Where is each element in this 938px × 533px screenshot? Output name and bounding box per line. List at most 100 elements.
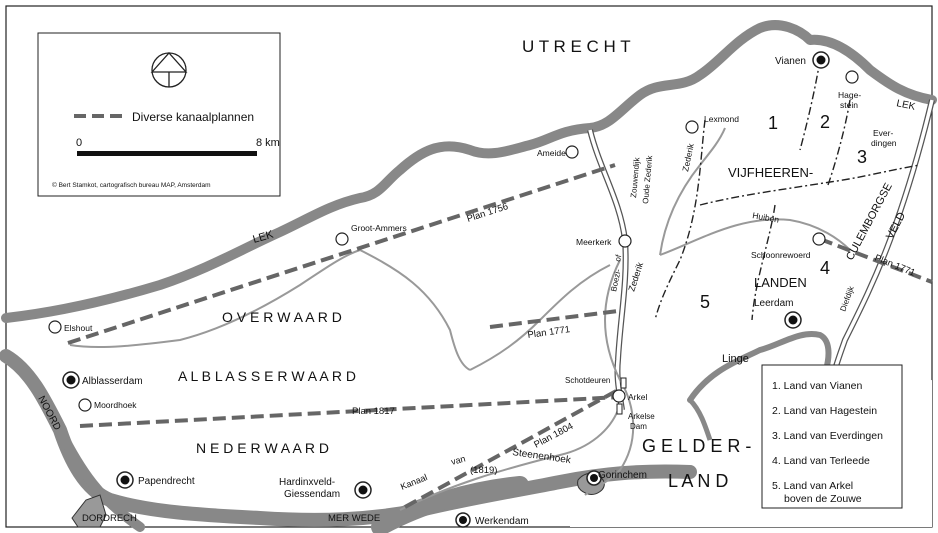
region-nederwaard: N E D E R W A A R D xyxy=(196,440,329,456)
canal-plan-1817 xyxy=(79,395,621,428)
river-merwede-lower xyxy=(371,476,529,533)
village-hagestein-marker xyxy=(845,70,859,84)
place-werkendam: Werkendam xyxy=(475,516,529,527)
key-item-3: 3. Land van Everdingen xyxy=(772,430,883,442)
key-box xyxy=(761,364,903,509)
waterway-zederik-north xyxy=(659,127,726,256)
place-moordhoek: Moordhoek xyxy=(94,400,137,410)
place-lexmond: Lexmond xyxy=(704,114,739,124)
town-werkendam-marker xyxy=(455,512,471,528)
diefdijk-inner xyxy=(828,99,934,396)
zederik-canal-inner xyxy=(588,129,628,411)
key-item-4: 4. Land van Terleede xyxy=(772,455,870,467)
label-oude-zederik: Oude Zederik xyxy=(641,154,654,204)
label-lek-east: LEK xyxy=(895,98,916,113)
town-vianen-marker xyxy=(812,51,830,69)
place-arkelse-1: Arkelse xyxy=(628,412,655,421)
region-land: L A N D xyxy=(668,471,728,491)
place-elshout: Elshout xyxy=(64,323,93,333)
place-meerkerk: Meerkerk xyxy=(576,237,612,247)
village-lexmond-marker xyxy=(685,120,699,134)
boundary-2 xyxy=(699,164,921,206)
label-kanaal-year: (1819) xyxy=(470,465,497,476)
region-number-4: 4 xyxy=(820,258,830,278)
place-schoonrewoerd: Schoonrewoerd xyxy=(751,250,811,260)
region-number-5: 5 xyxy=(700,292,710,312)
place-leerdam: Leerdam xyxy=(754,298,793,309)
region-landen: LANDEN xyxy=(754,275,807,290)
scale-bar xyxy=(77,151,257,156)
region-number-1: 1 xyxy=(768,113,778,133)
place-everdingen-2: dingen xyxy=(871,138,897,148)
label-zouwendijk: Zouwendijk xyxy=(629,156,642,198)
place-everdingen-1: Ever- xyxy=(873,128,893,138)
region-overwaard: O V E R W A A R D xyxy=(222,309,342,325)
village-elshout-marker xyxy=(48,320,62,334)
place-vianen: Vianen xyxy=(775,56,806,67)
waterway-middle xyxy=(359,249,471,371)
region-gelder: G E L D E R - xyxy=(642,436,751,456)
place-alblasserdam: Alblasserdam xyxy=(82,376,143,387)
town-papendrecht-marker xyxy=(116,471,134,489)
place-arkelse-2: Dam xyxy=(630,422,647,431)
village-groot-ammers-marker xyxy=(335,232,349,246)
place-ameide: Ameide xyxy=(537,148,566,158)
place-arkel: Arkel xyxy=(628,392,647,402)
river-linge-south xyxy=(688,398,713,441)
canal-plans-group xyxy=(67,163,933,509)
boundary-4 xyxy=(751,204,776,321)
place-hagestein-2: stein xyxy=(840,100,858,110)
place-hagestein-1: Hage- xyxy=(838,90,861,100)
waterway-overwaard xyxy=(69,249,361,349)
river-lek xyxy=(1,20,937,323)
label-merwede: MER WEDE xyxy=(328,513,380,524)
key-item-5: 5. Land van Arkel xyxy=(772,480,853,492)
label-kanaal-2: van xyxy=(450,454,467,467)
schotdeuren-lock-icon xyxy=(620,377,627,389)
town-leerdam-marker xyxy=(784,311,802,329)
key-item-2: 2. Land van Hagestein xyxy=(772,405,877,417)
region-utrecht: U T R E C H T xyxy=(522,37,631,56)
village-markers xyxy=(48,70,859,412)
town-markers xyxy=(62,51,830,528)
place-schotdeuren: Schotdeuren xyxy=(565,376,610,385)
river-noord xyxy=(55,425,145,532)
region-number-3: 3 xyxy=(857,147,867,167)
arkelse-dam-lock-icon xyxy=(616,403,623,415)
kanaal-steenenhoek xyxy=(399,409,619,511)
canal-plan-1771-east xyxy=(819,237,933,284)
boundary-1 xyxy=(654,119,706,321)
key-item-1: 1. Land van Vianen xyxy=(772,380,862,392)
village-schoonrewoerd-marker xyxy=(812,232,826,246)
label-boezem-2: of xyxy=(613,253,623,262)
town-alblasserdam-marker xyxy=(62,371,80,389)
river-linge xyxy=(687,331,832,403)
region-number-2: 2 xyxy=(820,112,830,132)
key-item-5-line2: boven de Zouwe xyxy=(784,493,862,505)
place-gorinchem: Gorinchem xyxy=(598,470,647,481)
credit-text: © Bert Stamkot, cartografisch bureau MAP… xyxy=(52,181,211,189)
town-gorinchem-marker xyxy=(586,470,602,486)
scale-start: 0 xyxy=(76,137,82,149)
waterway-huiben xyxy=(659,218,851,256)
place-dordrecht: DORDRECH xyxy=(82,513,137,524)
dordrecht-area xyxy=(71,494,107,528)
legend-plan-label: Diverse kanaalplannen xyxy=(132,110,254,124)
label-linge: Linge xyxy=(722,353,749,365)
place-papendrecht: Papendrecht xyxy=(138,476,195,487)
place-hardinxveld-2: Giessendam xyxy=(284,489,340,500)
canal-plan-1804 xyxy=(404,388,619,509)
scale-end: 8 km xyxy=(256,137,280,149)
canal-plan-1756 xyxy=(67,163,616,345)
label-plan-1817: Plan 1817 xyxy=(352,406,395,417)
label-huiben: Huiben xyxy=(752,210,781,225)
region-alblasserwaard: A L B L A S S E R W A A R D xyxy=(178,368,356,384)
boundary-3 xyxy=(799,59,851,186)
north-arrow-icon xyxy=(150,52,188,88)
region-vijfheeren: VIJFHEEREN- xyxy=(728,165,813,180)
village-arkel-marker xyxy=(612,389,626,403)
place-hardinxveld-1: Hardinxveld- xyxy=(279,477,335,488)
canal-plan-1771-west xyxy=(489,309,619,329)
